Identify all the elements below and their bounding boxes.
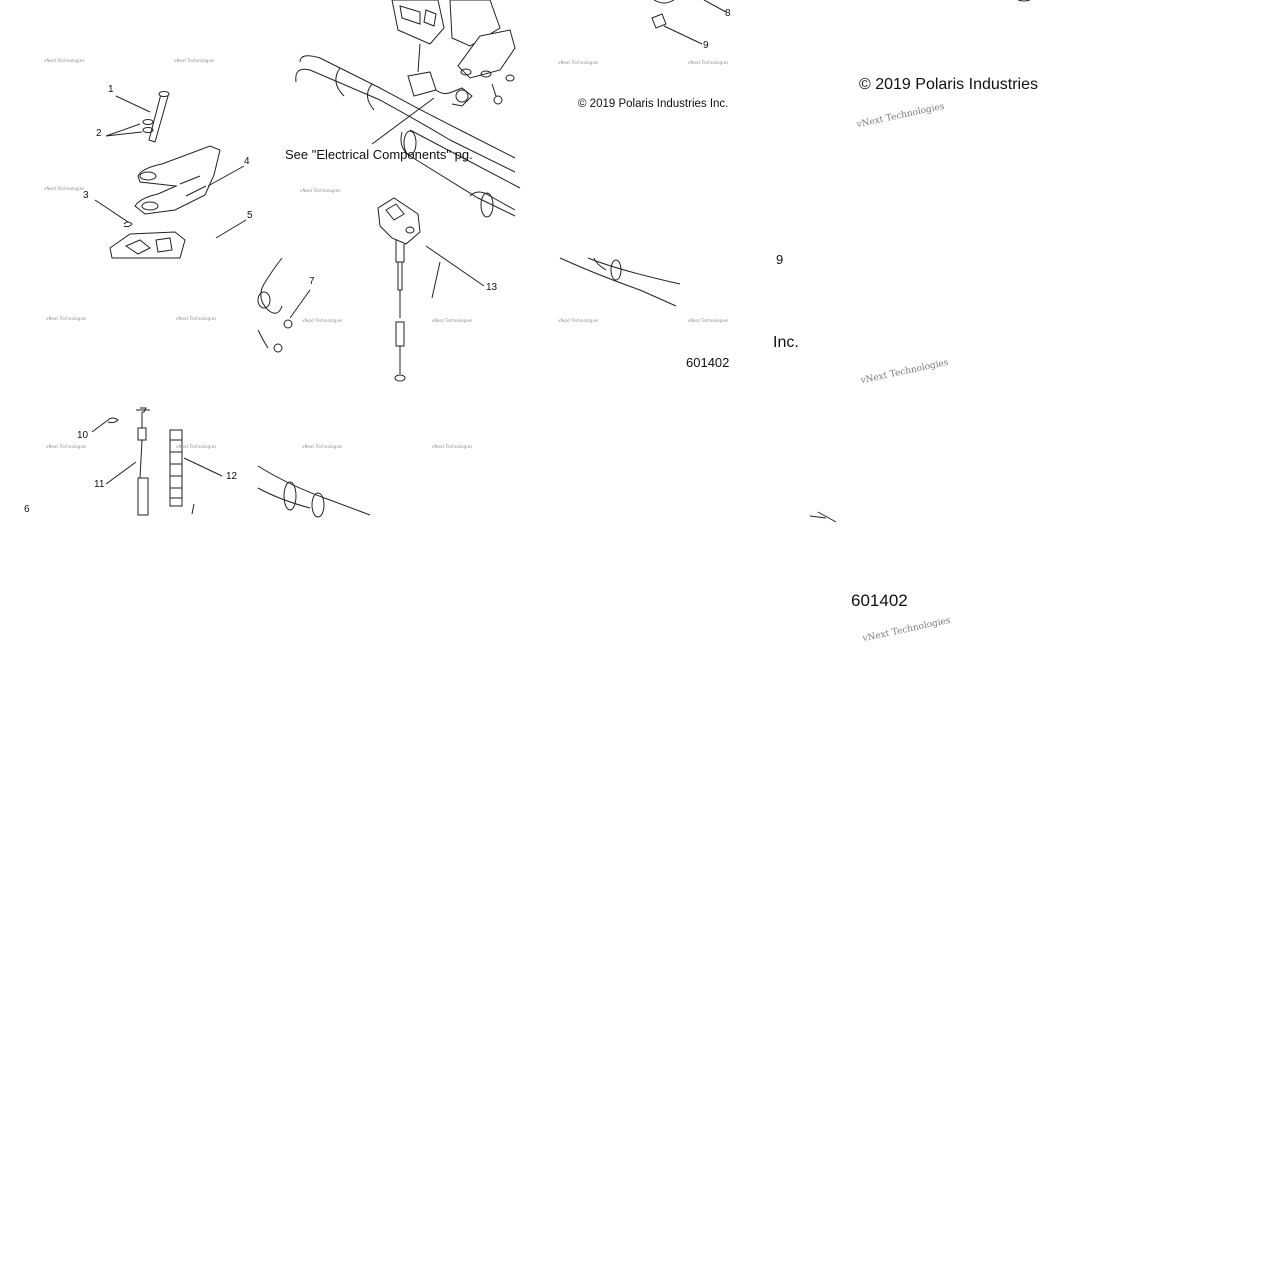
watermark-text: vNext Technologies — [46, 316, 87, 321]
switch-housing-part — [391, 0, 516, 82]
watermark-text: vNext Technologies — [44, 58, 85, 63]
watermark-text: vNext Technologies — [46, 444, 87, 449]
fastener-part — [273, 289, 311, 353]
housing-part — [109, 231, 186, 259]
callout-number: 4 — [244, 156, 250, 167]
callout-number: 8 — [725, 8, 731, 19]
watermark-text: vNext Technologies — [302, 318, 343, 323]
watermark-text: vNext Technologies — [432, 444, 473, 449]
throttle-assembly-part — [377, 197, 485, 382]
handlebar-part — [295, 55, 521, 218]
bolt-part — [148, 91, 170, 143]
figure-number-large: 601402 — [851, 591, 908, 610]
cable-part — [136, 407, 150, 516]
watermark-text: vNext Technologies — [174, 58, 215, 63]
callout-number: 7 — [309, 276, 315, 287]
figure-number: 601402 — [686, 355, 730, 370]
bracket-part — [134, 145, 221, 215]
copyright-notice-large: © 2019 Polaris Industries — [859, 76, 1038, 93]
callout-number: 3 — [83, 190, 89, 201]
grip-part — [257, 257, 283, 349]
watermark-text: vNext Technologies — [302, 444, 343, 449]
callout-number: 6 — [24, 504, 30, 515]
callout-number: 2 — [96, 128, 102, 139]
watermark-text: vNext Technologies — [688, 318, 729, 323]
nut-part — [651, 13, 703, 45]
watermark-text: vNext Technologies — [558, 60, 599, 65]
copyright-notice: © 2019 Polaris Industries Inc. — [578, 98, 729, 110]
connector-part — [407, 71, 437, 97]
callout-number: 10 — [77, 430, 89, 441]
callout-number: 5 — [247, 210, 253, 221]
callout-number: 13 — [486, 282, 498, 293]
clip-part — [107, 417, 119, 424]
callout-number: 1 — [108, 84, 114, 95]
watermark-text: vNext Technologies — [432, 318, 473, 323]
screw-part — [491, 83, 503, 105]
watermark-text: vNext Technologies — [558, 318, 599, 323]
callout-fragment: 9 — [776, 252, 784, 267]
watermark-text: vNext Technologies — [300, 188, 341, 193]
watermark-text: vNext Technologies — [688, 60, 729, 65]
cross-reference-note: See "Electrical Components" pg. — [285, 147, 473, 162]
copyright-fragment: Inc. — [773, 334, 799, 351]
washer-part — [142, 119, 154, 133]
watermark-text: vNext Technologies — [176, 444, 217, 449]
callout-number: 9 — [703, 40, 709, 51]
watermark-text: vNext Technologies — [176, 316, 217, 321]
watermark-text: vNext Technologies — [44, 186, 85, 191]
clip-part — [123, 221, 133, 228]
grip-sleeve-part — [169, 429, 223, 515]
callout-number: 12 — [226, 471, 238, 482]
callout-number: 11 — [94, 479, 105, 490]
